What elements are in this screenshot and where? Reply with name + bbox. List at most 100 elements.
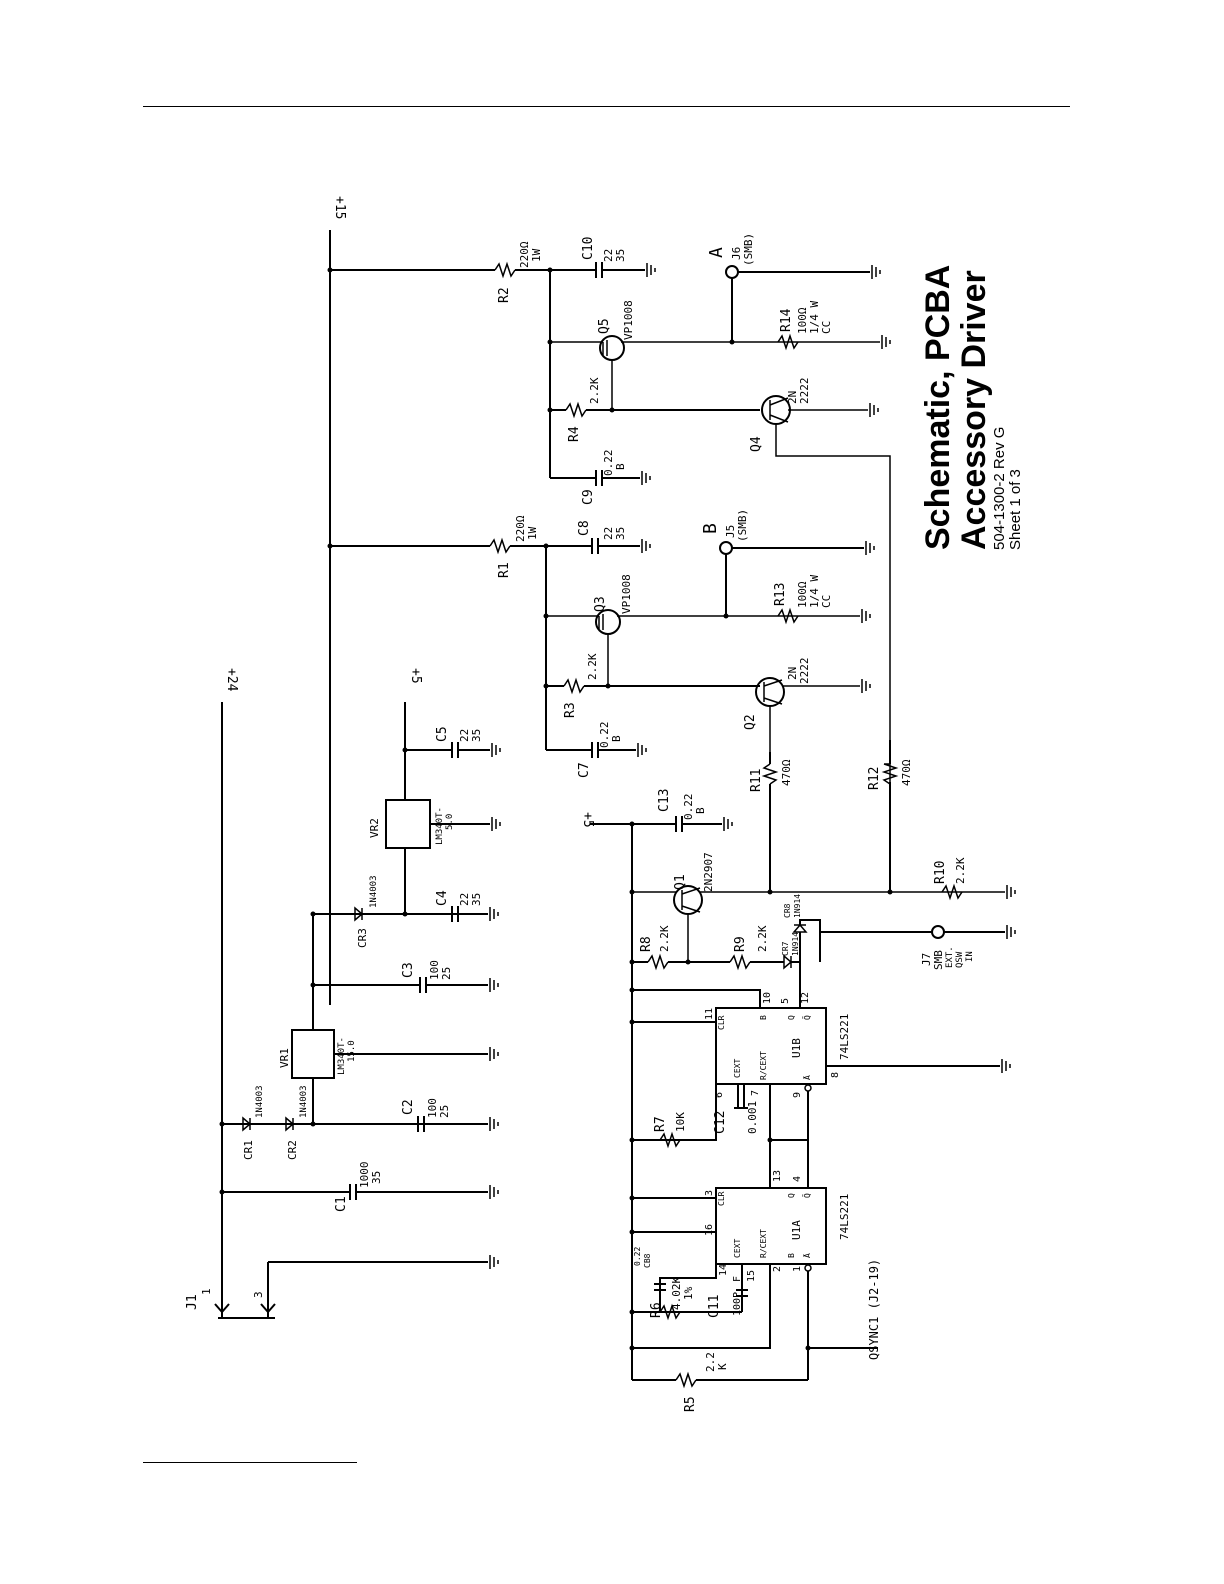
c8-label: C8 <box>577 520 592 536</box>
r5-value1: 2.2 <box>704 1352 717 1372</box>
r6-label: R6 <box>649 1302 664 1318</box>
r14-type: CC <box>820 321 833 334</box>
cr8-label: CR8 <box>783 903 792 918</box>
resistor-r13: R13 100Ω 1/4 W CC <box>773 575 833 625</box>
u1a-qbar: Q̄ <box>802 1193 812 1198</box>
j6-label: J6 <box>730 247 743 260</box>
u1b-pin-1: 10 <box>762 992 773 1004</box>
q4-label: Q4 <box>749 436 764 452</box>
u1b-pin-2: 6 <box>714 1092 725 1098</box>
qsync-label: QSYNC1 (J2-19) <box>867 1259 881 1360</box>
j7-note2: QSW <box>955 951 965 968</box>
r3-label: R3 <box>563 702 578 718</box>
r1-label: R1 <box>497 562 512 578</box>
capacitor-c13: C13 0.22 B <box>632 789 733 832</box>
resistor-r11: R11 470Ω <box>749 752 793 892</box>
j5-type: (SMB) <box>736 509 749 542</box>
r14-value: 100Ω <box>796 307 809 334</box>
u1a-q: Q <box>787 1193 796 1198</box>
resistor-r5: R5 2.2 K <box>632 1352 808 1412</box>
r2-value: 220Ω <box>518 241 531 268</box>
title-doc-number: 504-1300-2 Rev G <box>991 426 1008 550</box>
u1b-pin-4: 9 <box>792 1092 803 1098</box>
rail-p5b-label: +5 <box>580 812 595 828</box>
r11-value: 470Ω <box>780 759 793 786</box>
u1b-b: B <box>759 1015 768 1020</box>
c4-value2: 35 <box>470 893 483 906</box>
capacitor-c3: C3 100 25 <box>312 914 499 1005</box>
r2-label: R2 <box>497 287 512 303</box>
u1b-a: Ā <box>802 1075 812 1080</box>
c1-value2: 35 <box>370 1171 383 1184</box>
cr7-label: CR7 <box>781 941 790 956</box>
u1a-pin-7: 4 <box>792 1176 803 1182</box>
c3-value1: 100 <box>428 960 441 980</box>
c10-value1: 22 <box>602 249 615 262</box>
capacitor-c4: C4 22 35 <box>435 890 499 922</box>
regulator-vr1: VR1 LM340T- 15.0 <box>278 1005 499 1124</box>
resistor-r2: R2 220Ω 1W <box>330 241 550 303</box>
transistor-q3: Q3 VP1008 <box>546 574 860 686</box>
q3-label: Q3 <box>593 596 608 612</box>
title-sheet: Sheet 1 of 3 <box>1007 469 1024 550</box>
c4-label: C4 <box>435 890 450 906</box>
c7-label: C7 <box>577 762 592 778</box>
u1b-cext: CEXT <box>733 1059 742 1078</box>
cr7-type: 1N914 <box>791 932 800 956</box>
r13-watt: 1/4 W <box>808 575 821 608</box>
u1a-pin-4: 2 <box>772 1266 783 1272</box>
r1-watt: 1W <box>526 526 539 540</box>
u1b-pin-7: 12 <box>800 992 811 1004</box>
q2-type2: 2222 <box>798 658 811 685</box>
connector-j6: A J6 (SMB) <box>706 233 881 342</box>
u1b-q: Q <box>787 1015 796 1020</box>
r6-tol: 1% <box>682 1286 695 1300</box>
capacitor-c9: C9 0.22 B <box>550 450 651 505</box>
ic-u1a: U1A 74LS221 CLR CEXT R/CEXT Q Q̄ B Ā 3 1… <box>632 1140 851 1380</box>
u1a-pin-2: 14 <box>718 1264 729 1276</box>
c7-value2: B <box>610 735 623 742</box>
capacitor-cb8: 0.22 CB8 <box>633 1247 652 1268</box>
q5-label: Q5 <box>597 318 612 334</box>
vr2-type1: LM340T- <box>435 807 445 845</box>
j7-note1: EXT. <box>945 946 955 968</box>
c8-value1: 22 <box>602 527 615 540</box>
cr1-label: CR1 <box>242 1140 255 1160</box>
u1b-pin-3: 7 <box>750 1090 761 1096</box>
cr1-type: 1N4003 <box>255 1085 265 1118</box>
rail-p5a-label: +5 <box>408 668 423 684</box>
vr1-type2: 15.0 <box>347 1040 357 1062</box>
capacitor-c5: C5 22 35 <box>405 726 501 758</box>
u1a-pin-6: 13 <box>772 1170 783 1182</box>
j7-label: J7 <box>920 953 933 966</box>
c2-value1: 100 <box>426 1098 439 1118</box>
u1a-b: B <box>787 1253 796 1258</box>
q1-type: 2N2907 <box>702 852 715 892</box>
c2-value2: 25 <box>438 1105 451 1118</box>
c11-value1: 100P <box>732 1292 743 1316</box>
u1b-part: 74LS221 <box>838 1014 851 1060</box>
u1a-rcext: R/CEXT <box>759 1229 768 1258</box>
connector-j1: J1 1 3 <box>185 1254 499 1319</box>
c2-label: C2 <box>401 1099 416 1115</box>
r8-value: 2.2K <box>658 925 671 952</box>
rail-p24-label: +24 <box>224 668 239 692</box>
j5-label: J5 <box>724 525 737 538</box>
r8-label: R8 <box>639 936 654 952</box>
j1-pin3: 3 <box>252 1291 265 1298</box>
u1b-pin-0: 11 <box>704 1008 715 1020</box>
r9-value: 2.2K <box>756 925 769 952</box>
u1b-qbar: Q̄ <box>802 1015 812 1020</box>
transistor-q2: Q2 2N 2222 <box>743 658 860 752</box>
q5-type: VP1008 <box>622 300 635 340</box>
resistor-r8: R8 2.2K <box>632 925 730 971</box>
rail-p5b: +5 <box>580 812 632 828</box>
j5-signal: B <box>700 523 721 534</box>
j1-pin1: 1 <box>200 1288 213 1295</box>
capacitor-c12: C12 0.001 <box>713 1101 759 1134</box>
c10-label: C10 <box>581 237 596 260</box>
vr2-label: VR2 <box>368 818 381 838</box>
connector-j5: B J5 (SMB) <box>700 509 875 616</box>
r13-label: R13 <box>773 583 788 606</box>
